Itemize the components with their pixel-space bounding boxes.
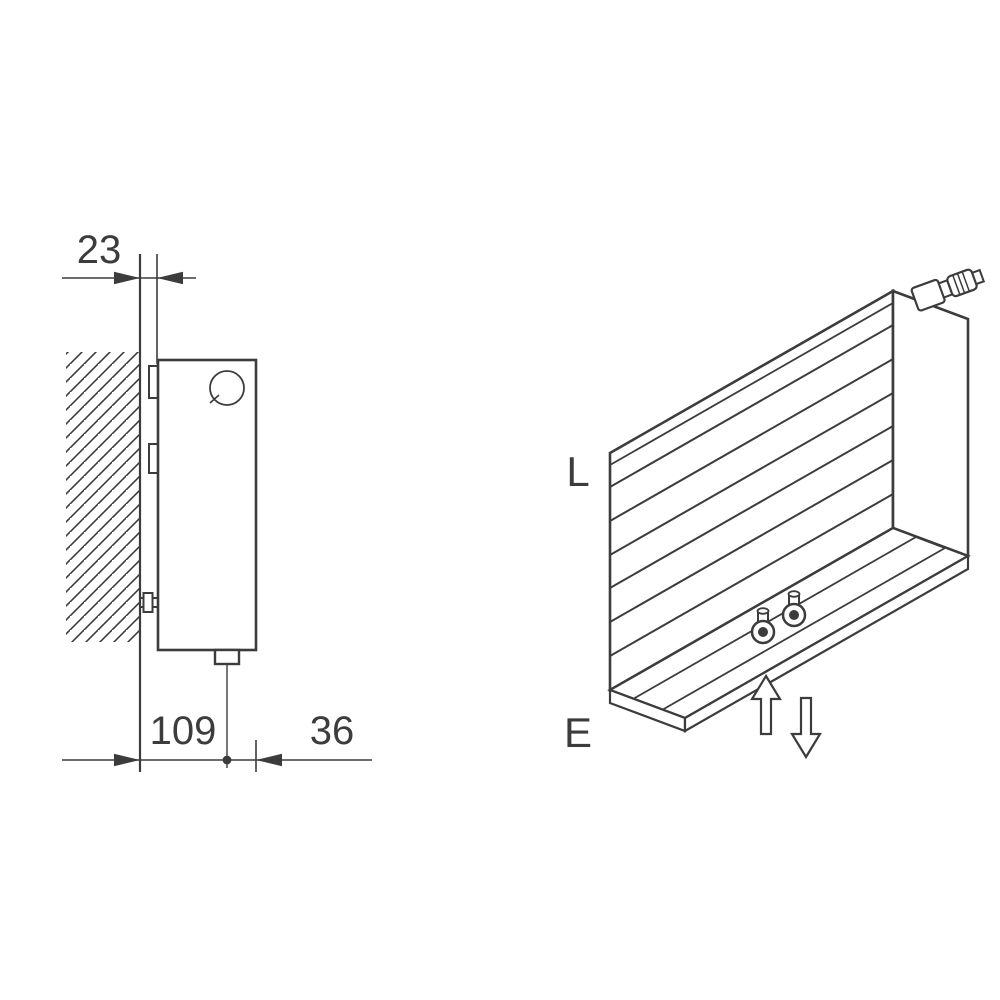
side-view: 23 109 36 [62, 228, 372, 772]
bottom-valve [213, 648, 241, 666]
valve-tip [970, 268, 986, 286]
perspective-view: L E [564, 268, 986, 760]
label-length: L [566, 448, 589, 495]
dimension-23-label: 23 [77, 228, 122, 272]
dimension-arrow-left [256, 753, 282, 767]
pipe-union-nut [142, 592, 154, 613]
wall-hatch [66, 352, 140, 642]
flow-arrow-up-icon [750, 673, 782, 736]
radiator-slat-line [609, 358, 894, 522]
pipe-connection-2 [781, 590, 807, 628]
label-entry: E [564, 709, 592, 756]
valve-3d [910, 268, 986, 312]
dimension-arrow-right [114, 271, 140, 285]
radiator-end-face [891, 289, 970, 558]
radiator-side-body [156, 358, 258, 652]
radiator-slat-line [609, 459, 894, 623]
wall-pipe-connection [140, 592, 158, 613]
radiator-slat-line [609, 392, 894, 556]
wall-bracket-hook-bottom [148, 443, 158, 474]
wall-bracket-hook-top [148, 365, 158, 399]
radiator-slat-line [609, 425, 894, 589]
dimension-109-label: 109 [150, 709, 217, 753]
dimension-36-label: 36 [310, 709, 355, 753]
radiator-foot-back [683, 554, 970, 733]
pipe-connection-1 [750, 607, 776, 645]
dimension-arrow-right [114, 753, 140, 767]
flow-arrow-down-icon [790, 696, 822, 760]
radiator-slat-line [609, 493, 894, 657]
dimension-109-36: 109 36 [62, 709, 372, 772]
dimension-arrow-left [157, 271, 183, 285]
radiator-slat-line [609, 324, 894, 488]
dimension-node-dot [222, 755, 232, 765]
vent-plug-icon [209, 370, 245, 406]
dimension-23: 23 [62, 228, 196, 285]
vent-plug-notch [209, 394, 220, 404]
radiator-slat-line [609, 302, 894, 466]
